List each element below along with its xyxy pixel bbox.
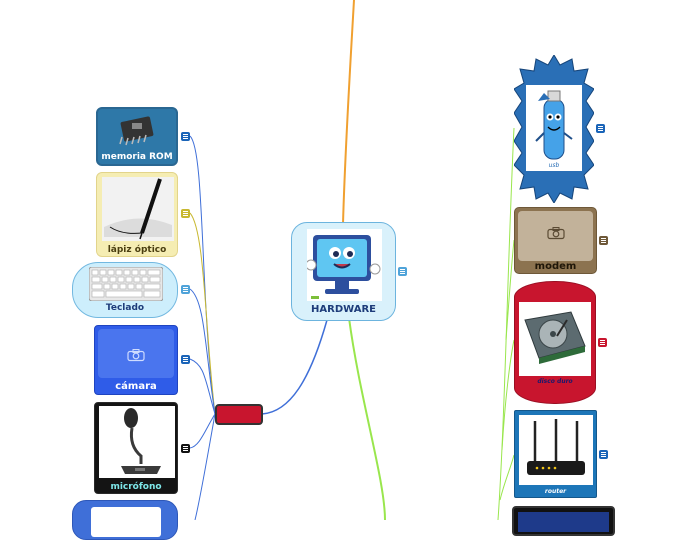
node-label: Teclado <box>105 303 145 313</box>
lapiz-optico-note-icon[interactable] <box>181 209 190 218</box>
microfono-note-icon[interactable] <box>181 444 190 453</box>
router-icon <box>519 415 593 485</box>
node-label: router <box>544 488 567 495</box>
center-node-label: HARDWARE <box>311 304 376 315</box>
camera-placeholder-icon <box>127 348 145 361</box>
chip-icon <box>119 116 154 146</box>
usb-note-icon[interactable] <box>596 124 605 133</box>
hard-disk-icon <box>519 302 591 376</box>
node-memoria-rom[interactable]: memoria ROM <box>96 107 178 166</box>
usb-mascot-icon <box>535 90 573 160</box>
right-trunk-line <box>497 127 515 520</box>
node-camara[interactable]: cámara <box>94 325 178 395</box>
image-placeholder <box>91 507 161 537</box>
camera-placeholder-icon <box>546 226 565 239</box>
teclado-note-icon[interactable] <box>181 285 190 294</box>
disco-duro-note-icon[interactable] <box>598 338 607 347</box>
camara-note-icon[interactable] <box>181 355 190 364</box>
memoria-rom-note-icon[interactable] <box>181 132 190 141</box>
node-partial-bottom-right[interactable] <box>512 506 615 536</box>
connector-lines <box>189 0 515 520</box>
node-label: modem <box>534 261 577 272</box>
center-note-icon[interactable] <box>398 267 407 276</box>
light-pen-icon <box>102 177 174 241</box>
node-router[interactable]: router <box>514 410 597 498</box>
modem-note-icon[interactable] <box>599 236 608 245</box>
node-label: lápiz óptico <box>107 245 167 255</box>
monitor-mascot-icon <box>307 229 382 301</box>
keyboard-icon <box>89 267 163 301</box>
node-teclado[interactable]: Teclado <box>72 262 178 318</box>
hub-node[interactable] <box>215 404 263 425</box>
node-partial-bottom[interactable] <box>72 500 178 540</box>
node-lapiz-optico[interactable]: lápiz óptico <box>96 172 178 257</box>
node-modem[interactable]: modem <box>514 207 597 274</box>
center-node-hardware[interactable]: HARDWARE <box>291 222 396 321</box>
image-placeholder <box>518 512 609 532</box>
microphone-icon <box>99 406 175 478</box>
orange-branch-line <box>342 0 355 225</box>
router-note-icon[interactable] <box>599 450 608 459</box>
node-label: cámara <box>115 381 157 392</box>
node-microfono[interactable]: micrófono <box>94 402 178 494</box>
node-disco-duro[interactable]: disco duro <box>514 281 596 404</box>
node-label: usb <box>549 162 560 169</box>
node-usb[interactable]: usb <box>514 55 594 203</box>
node-label: micrófono <box>110 482 162 492</box>
node-label: disco duro <box>537 378 573 385</box>
green-branch-line <box>348 317 386 520</box>
hub-branch-line <box>261 319 328 415</box>
image-placeholder <box>98 329 174 378</box>
node-label: memoria ROM <box>101 152 173 162</box>
